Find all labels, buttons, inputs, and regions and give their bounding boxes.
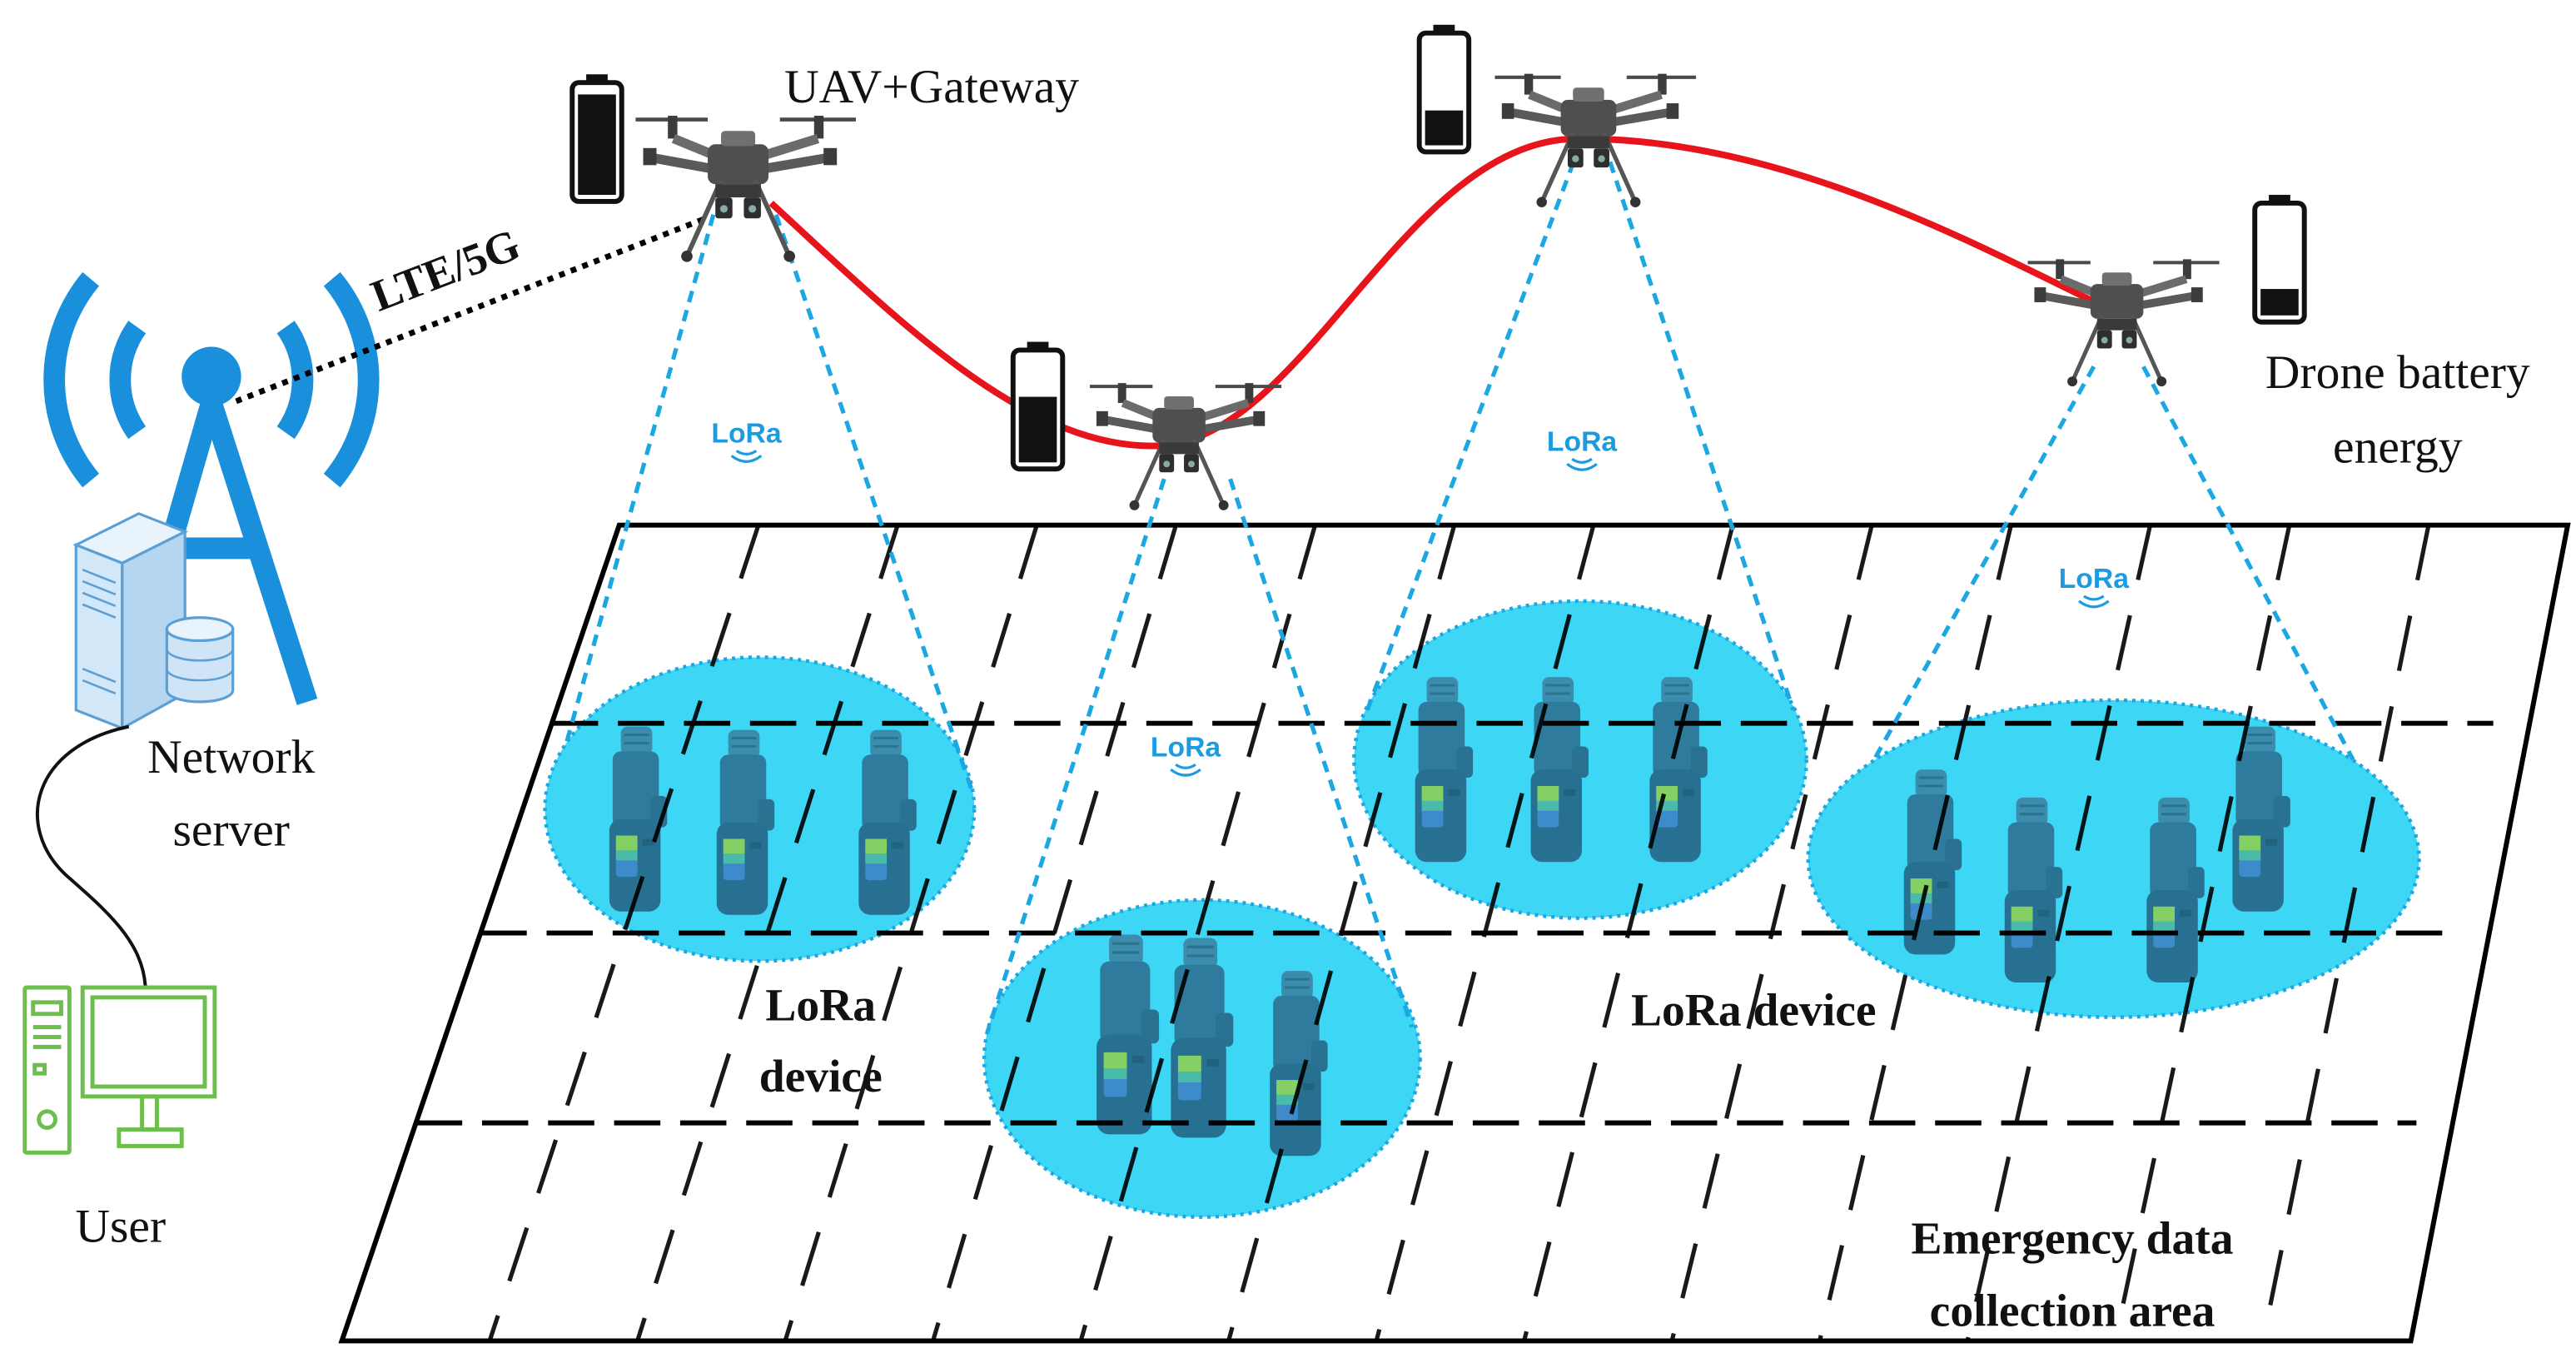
- lora-logo-text: LoRa: [1547, 425, 1618, 457]
- collection-area-label: Emergency data: [1912, 1213, 2234, 1264]
- grid-line-vertical: [783, 524, 1039, 1342]
- coverage-cone-line: [773, 213, 975, 793]
- user-label: User: [76, 1200, 167, 1252]
- network-server-label: Network: [147, 731, 315, 783]
- battery-icon: [2252, 195, 2307, 325]
- collection-area-label: collection area: [1930, 1286, 2215, 1337]
- coverage-cone-line: [1228, 478, 1415, 1028]
- lora-device-label: LoRa device: [1631, 986, 1877, 1037]
- grid-line-vertical: [487, 524, 761, 1342]
- grid-line-vertical: [635, 524, 900, 1342]
- drone-icon: [2028, 259, 2220, 386]
- coverage-cone-line: [985, 478, 1166, 1033]
- coverage-cone-line: [2141, 366, 2355, 761]
- coverage-cone-line: [1872, 366, 2096, 761]
- battery-level-fill: [1425, 110, 1464, 146]
- lora-logo: LoRa: [711, 418, 782, 463]
- uav-trajectory: [768, 135, 2121, 450]
- grid-line-vertical: [1818, 525, 2013, 1342]
- collection-area-outline: [338, 522, 2571, 1344]
- battery-level-fill: [578, 94, 616, 196]
- drone-icon: [635, 116, 856, 262]
- lora-device-label: device: [759, 1052, 883, 1102]
- battery-level-fill: [2260, 289, 2299, 316]
- drone-battery-label: Drone battery: [2265, 346, 2530, 399]
- lte-5g-link: [235, 215, 709, 405]
- network-server-label: server: [172, 803, 289, 856]
- computer-icon: [22, 985, 217, 1155]
- drone-icon: [1090, 383, 1281, 510]
- uav-gateway-label: UAV+Gateway: [784, 61, 1079, 113]
- drone-battery-label: energy: [2333, 420, 2463, 473]
- coverage-cones: [564, 161, 2355, 1033]
- lora-logo-text: LoRa: [1151, 731, 1221, 763]
- battery-level-fill: [1018, 396, 1057, 463]
- lora-logo: LoRa: [1547, 425, 1618, 471]
- lora-logo-text: LoRa: [711, 418, 782, 450]
- grid-line-vertical: [1078, 524, 1318, 1342]
- coverage-area-4: [1806, 698, 2421, 1019]
- grid-line-vertical: [1965, 525, 2153, 1341]
- server-icon: [72, 512, 235, 731]
- battery-icon: [1010, 341, 1066, 472]
- collection-area-grid: [338, 522, 2571, 1344]
- lte-5g-label: LTE/5G: [365, 219, 527, 321]
- lora-logo: LoRa: [2059, 563, 2130, 609]
- coverage-cone-line: [1608, 161, 1796, 711]
- database-icon: [165, 616, 235, 704]
- battery-icon: [569, 74, 624, 204]
- lora-logo: LoRa: [1151, 731, 1221, 777]
- lora-logo-text: LoRa: [2059, 563, 2130, 594]
- server-user-cable: [36, 724, 147, 987]
- lora-device-label: LoRa: [765, 981, 876, 1032]
- battery-icon: [1416, 24, 1472, 155]
- drone-icon: [1495, 74, 1697, 207]
- coverage-cone-line: [564, 214, 716, 744]
